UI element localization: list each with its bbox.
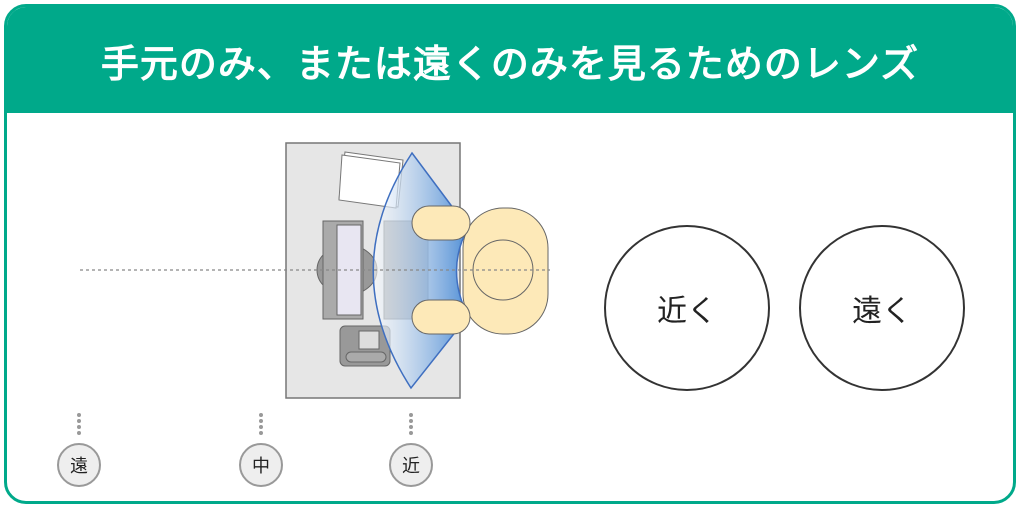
- lens-far: 遠く: [799, 225, 965, 391]
- marker-near: 近: [389, 443, 433, 487]
- monitor-icon: [316, 220, 378, 320]
- marker-near-label: 近: [402, 456, 420, 477]
- lens-near-label: 近く: [657, 294, 717, 329]
- marker-far-label: 遠: [70, 456, 88, 477]
- marker-dots: [77, 413, 413, 435]
- papers-icon: [338, 151, 404, 209]
- phone-icon: [339, 325, 391, 367]
- marker-middle: 中: [239, 443, 283, 487]
- marker-far: 遠: [57, 443, 101, 487]
- page-title: 手元のみ、または遠くのみを見るためのレンズ: [100, 41, 920, 86]
- lens-far-label: 遠く: [852, 294, 912, 329]
- person-icon: [411, 205, 549, 335]
- header-bar: 手元のみ、または遠くのみを見るためのレンズ: [7, 7, 1013, 113]
- lens-near: 近く: [604, 225, 770, 391]
- marker-middle-label: 中: [252, 456, 270, 477]
